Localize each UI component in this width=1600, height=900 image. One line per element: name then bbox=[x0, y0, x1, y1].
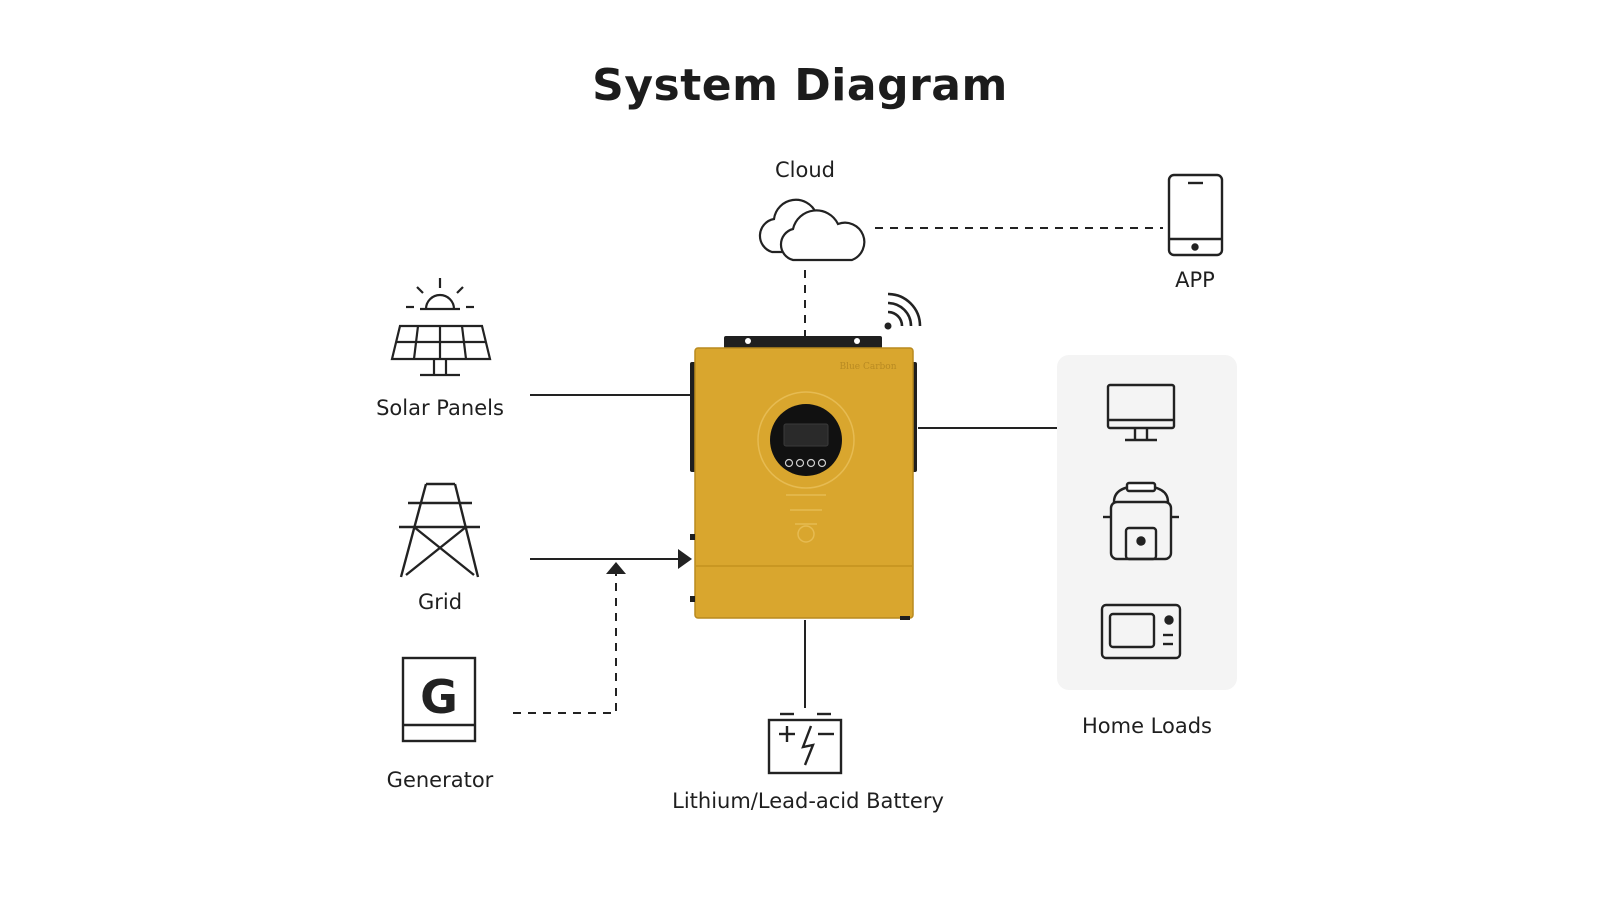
battery-label: Lithium/Lead-acid Battery bbox=[672, 789, 944, 813]
cloud-icon bbox=[758, 198, 866, 262]
phone-icon bbox=[1167, 173, 1224, 257]
generator-arrowhead bbox=[606, 562, 626, 574]
home-loads-panel bbox=[1057, 355, 1237, 690]
generator-link bbox=[513, 572, 617, 714]
inverter-device: Blue Carbon bbox=[690, 336, 917, 620]
home-loads-label: Home Loads bbox=[1081, 714, 1213, 738]
rice-cooker-icon bbox=[1103, 481, 1179, 561]
app-label: APP bbox=[1175, 268, 1215, 292]
solar-panels-label: Solar Panels bbox=[376, 396, 504, 420]
generator-letter: G bbox=[420, 670, 458, 724]
battery-icon bbox=[767, 712, 843, 775]
cloud-label: Cloud bbox=[775, 158, 835, 182]
monitor-icon bbox=[1106, 383, 1176, 442]
wifi-icon bbox=[884, 292, 922, 330]
generator-label: Generator bbox=[386, 768, 494, 792]
grid-tower-icon bbox=[399, 482, 480, 578]
solar-panel-icon bbox=[390, 278, 492, 377]
grid-arrowhead bbox=[678, 549, 692, 569]
grid-label: Grid bbox=[417, 590, 463, 614]
page-title: System Diagram bbox=[592, 60, 1008, 111]
connectors bbox=[513, 227, 1163, 714]
inverter-brand: Blue Carbon bbox=[839, 362, 896, 372]
microwave-icon bbox=[1100, 603, 1182, 660]
generator-icon: G bbox=[401, 656, 477, 743]
